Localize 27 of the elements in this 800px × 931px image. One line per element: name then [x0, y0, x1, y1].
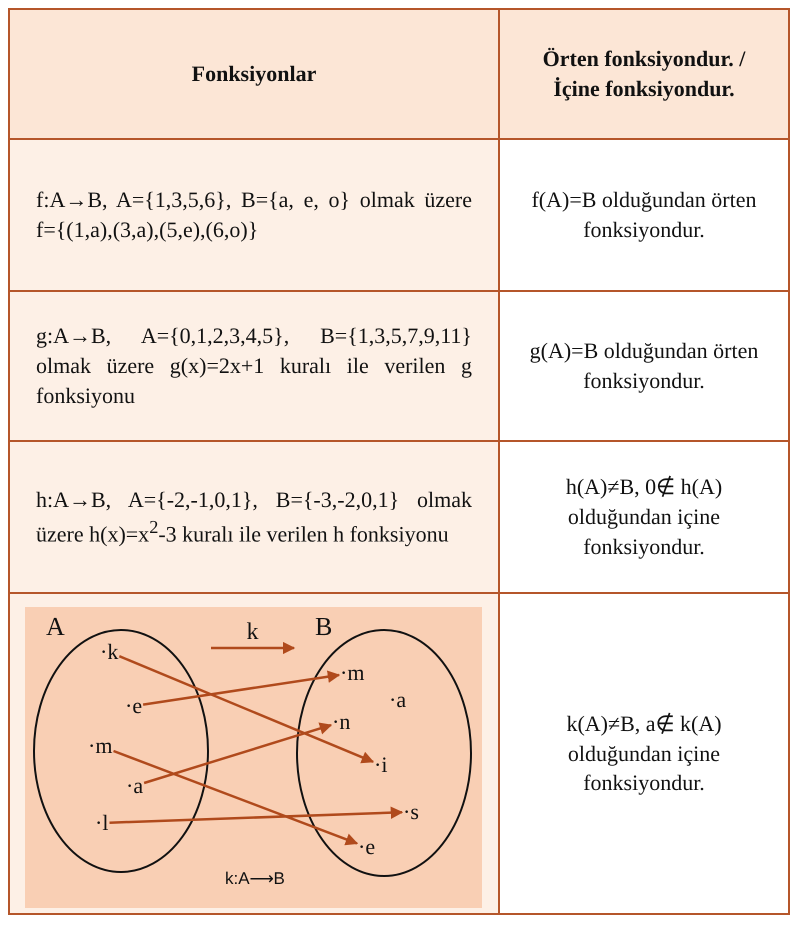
set-element: ·s	[403, 801, 419, 823]
table-cell: h:A→B, A={-2,-1,0,1}, B={-3,-2,0,1} olmak üzere h(x)=x$^{2}$-3 kuralı ile verilen h fonksiyonu	[8, 440, 500, 594]
arrow	[142, 670, 340, 706]
arrow	[109, 806, 404, 824]
table-cell: k(A)≠B, a∉ k(A) olduğundan içine fonksiyondur.	[498, 592, 790, 915]
diagram-caption: k:A⟶B	[225, 870, 285, 888]
edge-label: k	[246, 620, 258, 644]
header-cell: Fonksiyonlar	[8, 8, 500, 140]
arrow	[211, 642, 296, 654]
set-element: ·a	[126, 775, 144, 797]
table-cell: g:A→B, A={0,1,2,3,4,5}, B={1,3,5,7,9,11} olmak üzere g(x)=2x+1 kuralı ile verilen g fonksiyonu	[8, 290, 500, 442]
set-element: ·k	[100, 641, 118, 663]
set-element: ·l	[95, 812, 108, 834]
set-element: ·n	[332, 711, 350, 733]
set-element: ·a	[389, 689, 406, 711]
set-element: ·e	[125, 695, 142, 717]
set-element: ·m	[88, 735, 112, 757]
table-cell: f:A→B, A={1,3,5,6}, B={a, e, o} olmak üzere f={(1,a),(3,a),(5,e),(6,o)}	[8, 138, 500, 292]
header-cell: Örten fonksiyondur. / İçine fonksiyondur.	[498, 8, 790, 140]
set-label: B	[315, 614, 332, 640]
set-element: ·e	[358, 836, 376, 858]
arrow	[144, 722, 332, 784]
arrow	[118, 655, 374, 764]
arrow	[113, 750, 358, 846]
set-label: A	[46, 614, 65, 640]
set-element: ·i	[374, 754, 388, 776]
set-element: ·m	[340, 662, 364, 684]
